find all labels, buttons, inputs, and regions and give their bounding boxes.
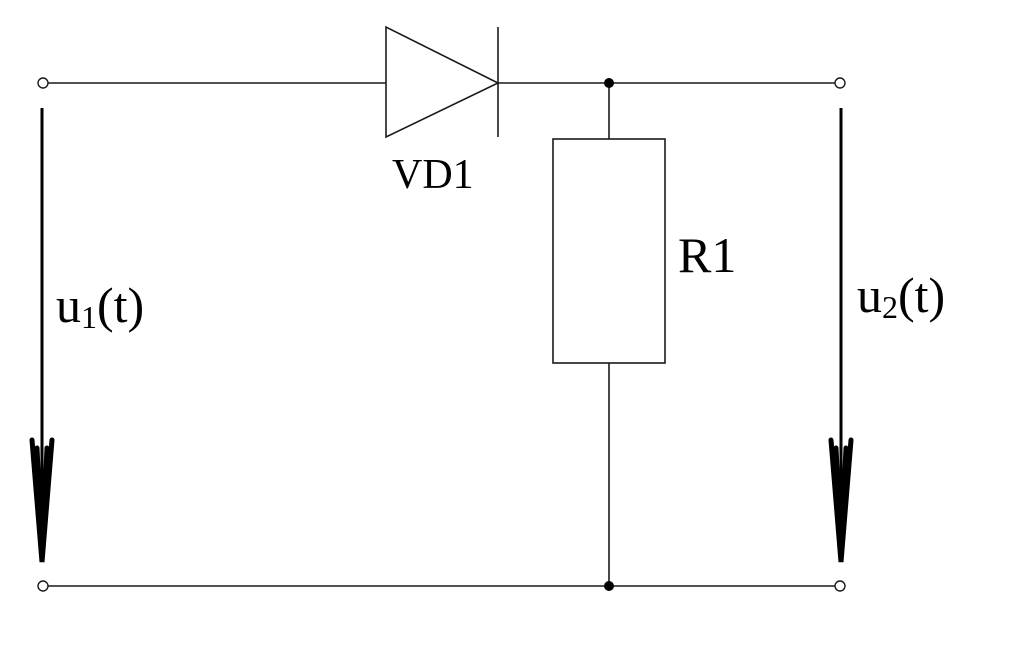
input-voltage-arrow-icon [29, 108, 55, 563]
input-voltage-argument: (t) [97, 277, 144, 333]
input-voltage-label: u1(t) [56, 277, 144, 335]
input-voltage-subscript: 1 [81, 299, 97, 335]
output-terminal-top [834, 77, 846, 89]
diode-label: VD1 [392, 152, 474, 198]
diode-icon [385, 25, 500, 139]
input-voltage-symbol: u [56, 277, 81, 333]
output-voltage-symbol: u [857, 267, 882, 323]
output-voltage-label: u2(t) [857, 267, 945, 325]
junction-bottom [604, 581, 614, 591]
resistor-label: R1 [678, 227, 736, 283]
junction-top [604, 78, 614, 88]
output-voltage-argument: (t) [898, 267, 945, 323]
output-voltage-subscript: 2 [882, 289, 898, 325]
output-terminal-bottom [834, 580, 846, 592]
output-voltage-arrow-icon [828, 108, 854, 563]
resistor-icon [552, 138, 666, 364]
input-terminal-top [37, 77, 49, 89]
diode-triangle [385, 25, 500, 139]
input-terminal-bottom [37, 580, 49, 592]
